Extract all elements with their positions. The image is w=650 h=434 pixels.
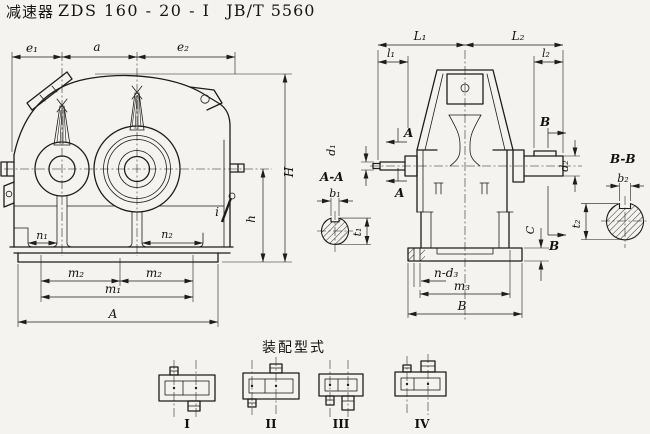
section-a-bottom-label: A [394,186,404,200]
dim-C: C [524,225,537,234]
dim-l1: l₁ [387,47,395,60]
section-aa-label: A-A [319,170,344,184]
dim-b2: b₂ [617,172,628,185]
dipstick-label: i [215,205,219,219]
dim-m2-left: m₂ [68,266,84,280]
dim-L2: L₂ [511,29,525,43]
dim-l2: l₂ [542,47,550,60]
dim-h: h [244,215,258,223]
assembly-type-2: II [242,357,300,431]
front-view: i e₁ a e₂ H h n₁ n₂ m₂ m₂ m₁ A [0,40,296,327]
dim-n-d3: n-d₃ [434,266,458,280]
dim-B: B [457,299,467,313]
dim-H: H [282,166,296,178]
assembly-types: 装配型式 I [158,340,447,431]
section-a-top-label: A [403,126,413,140]
nameplate [26,71,73,111]
dim-b1: b₁ [329,187,340,200]
dim-d2: d₂ [558,160,571,171]
dim-A: A [108,307,118,321]
dim-m3: m₃ [454,279,470,293]
assembly-type-4: IV [394,354,447,431]
section-mark-b: B B [539,115,567,253]
dim-d1: d₁ [325,144,338,155]
section-aa: A-A b₁ t₁ [317,170,371,252]
oil-dipstick: i [215,192,236,223]
section-b-top-label: B [539,115,550,129]
dim-e1: e₁ [26,41,38,55]
assembly-type-3: III [318,360,364,431]
standard-code: JB/T 5560 [226,1,316,20]
model-code: ZDS 160 - 20 - I [58,1,211,20]
assembly-label-1: I [184,417,190,431]
dim-n2: n₂ [161,228,173,241]
dim-e2: e₂ [177,40,189,54]
side-view: L₁ L₂ l₁ l₂ A A B B d₁ [325,29,582,322]
dim-a: a [93,40,100,54]
assembly-label-3: III [333,417,350,431]
assembly-label-4: IV [415,417,431,431]
assembly-label-2: II [265,417,277,431]
dim-m1: m₁ [105,282,121,296]
section-bb-label: B-B [609,152,636,166]
dim-n1: n₁ [36,229,48,242]
product-name: 减速器 [6,3,55,21]
output-shaft [512,149,564,183]
input-shaft [372,155,418,177]
vent-plug-input [53,98,71,146]
assembly-heading: 装配型式 [262,340,326,356]
assembly-type-1: I [158,360,216,431]
section-bb: B-B b₂ t₂ [570,152,649,248]
dim-t2: t₂ [570,220,583,229]
section-b-bottom-label: B [548,239,559,253]
section-mark-a: A A [385,126,413,200]
vent-plug-output [129,85,145,131]
dim-L1: L₁ [413,29,427,43]
dim-t1: t₁ [351,228,364,237]
dim-m2-right: m₂ [146,266,162,280]
